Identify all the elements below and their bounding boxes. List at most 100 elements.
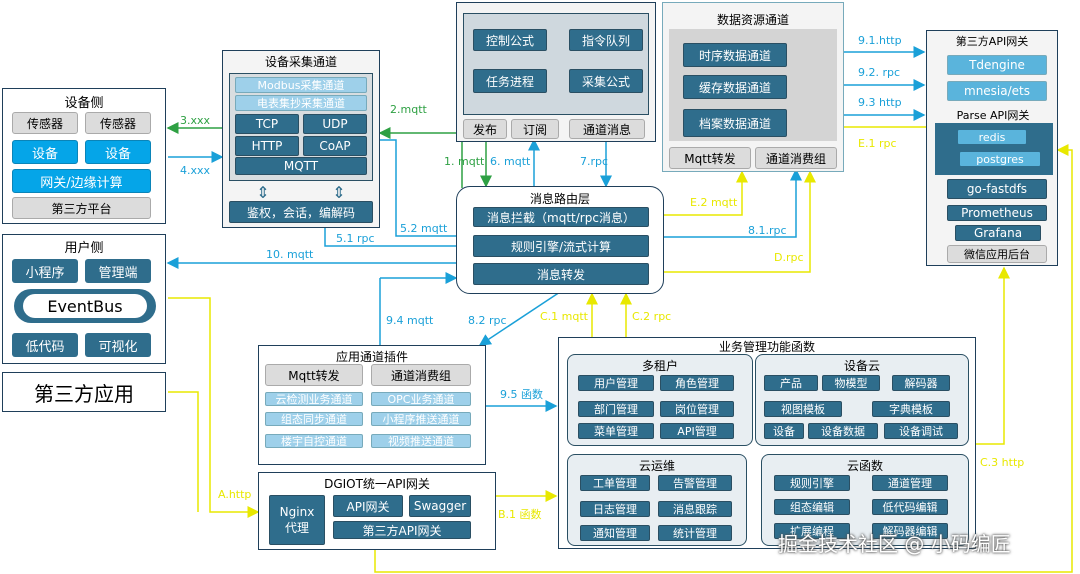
meter-channel: 电表集抄采集通道: [235, 95, 367, 111]
timeseries-channel: 时序数据通道: [683, 43, 787, 67]
nginx-proxy: Nginx 代理: [269, 495, 325, 545]
edge-label: 5.2 mqtt: [400, 222, 448, 235]
biz-title: 业务管理功能函数: [718, 340, 815, 354]
app-plugin-title: 应用通道插件: [335, 350, 408, 364]
ops-item: 工单管理: [580, 475, 650, 491]
double-arrow-icon: ⇕: [332, 183, 346, 202]
edge-label: 2.mqtt: [390, 103, 427, 116]
plugin-channel: 组态同步通道: [265, 412, 363, 426]
edge-label: 9.5 函数: [500, 388, 543, 401]
ops-item: 告警管理: [658, 475, 732, 491]
edge-label: C.1 mqtt: [540, 310, 588, 323]
plugin-channel: OPC业务通道: [371, 392, 471, 406]
http: HTTP: [235, 136, 299, 156]
postgres: postgres: [959, 151, 1041, 167]
cache-channel: 缓存数据通道: [683, 75, 787, 99]
tcp: TCP: [235, 114, 299, 134]
third-api-title: 第三方API网关: [955, 35, 1029, 48]
collect-title: 设备采集通道: [264, 55, 337, 69]
data-resource-panel: 数据资源通道 时序数据通道 缓存数据通道 档案数据通道 Mqtt转发 通道消费组: [662, 2, 844, 172]
device-side-panel: 设备侧 传感器 传感器 设备 设备 网关/边缘计算 第三方平台: [2, 88, 166, 224]
archive-channel: 档案数据通道: [683, 109, 787, 137]
cmd-queue: 指令队列: [569, 29, 643, 51]
third-party-app-label: 第三方应用: [34, 381, 134, 406]
plugin-channel: 小程序推送通道: [371, 412, 471, 426]
func-group: 云函数 规则引擎 通道管理 组态编辑 低代码编辑 扩展编程 解码器编辑: [761, 454, 969, 546]
udp: UDP: [303, 114, 367, 134]
data-resource-title: 数据资源通道: [716, 13, 789, 27]
edge-label: B.1 函数: [498, 508, 542, 521]
func-item: 扩展编程: [774, 523, 850, 539]
eventbus-label: EventBus: [23, 294, 147, 318]
edge-label: 6. mqtt: [490, 155, 531, 168]
edge-label: 7.rpc: [580, 155, 609, 168]
device-cloud-item: 物模型: [822, 375, 880, 391]
third-party-app: 第三方应用: [2, 372, 166, 412]
device-cloud-item: 设备调试: [884, 423, 958, 439]
consumer-group: 通道消费组: [755, 147, 837, 169]
edge-label: C.3 http: [980, 456, 1025, 469]
plugin-channel: 云检测业务通道: [265, 392, 363, 406]
device-side-title: 设备侧: [64, 96, 104, 111]
edge-label: C.2 rpc: [632, 310, 672, 323]
plugin-consumer-group: 通道消费组: [371, 364, 471, 386]
device-cloud-title: 设备云: [843, 359, 880, 373]
double-arrow-icon: ⇕: [256, 183, 270, 202]
tenant-title: 多租户: [641, 359, 678, 373]
edge-label: 1. mqtt: [444, 155, 485, 168]
func-item: 规则引擎: [774, 475, 850, 491]
grafana: Grafana: [955, 225, 1041, 241]
control-formula: 控制公式: [473, 29, 547, 51]
edge-label: D.rpc: [774, 251, 804, 264]
collect-formula: 采集公式: [569, 69, 643, 93]
go-fastdfs: go-fastdfs: [947, 179, 1047, 199]
third-api-panel: 第三方API网关 Tdengine mnesia/ets Parse API网关…: [926, 30, 1058, 266]
tenant-item: API管理: [660, 423, 734, 439]
edge-label: 9.4 mqtt: [386, 314, 434, 327]
ops-group: 云运维 工单管理 告警管理 日志管理 消息跟踪 通知管理 统计管理: [567, 454, 747, 546]
visual: 可视化: [85, 333, 151, 357]
msg-intercept: 消息拦截（mqtt/rpc消息）: [473, 207, 649, 227]
device-cloud-item: 视图模板: [764, 401, 842, 417]
wechat-backend: 微信应用后台: [947, 245, 1047, 263]
publish: 发布: [463, 119, 507, 139]
edge-label: 9.1.http: [858, 34, 902, 47]
tenant-item: 岗位管理: [660, 401, 734, 417]
channel-msg: 通道消息: [569, 119, 645, 139]
third-platform: 第三方平台: [12, 197, 151, 219]
router-panel: 消息路由层 消息拦截（mqtt/rpc消息） 规则引擎/流式计算 消息转发: [456, 186, 664, 294]
edge-label: 8.1.rpc: [748, 224, 787, 237]
admin-end: 管理端: [85, 259, 151, 283]
mqtt: MQTT: [235, 157, 367, 175]
edge-label: 5.1 rpc: [336, 232, 375, 245]
edge-label: 4.xxx: [180, 164, 211, 177]
watermark: 掘金技术社区 @ 小码编匠: [778, 532, 1011, 556]
edge-label: 3.xxx: [180, 114, 211, 127]
tenant-item: 用户管理: [578, 375, 654, 391]
edge-label: 8.2 rpc: [468, 314, 507, 327]
func-item: 低代码编辑: [872, 499, 948, 515]
edge-label: E.1 rpc: [858, 137, 897, 150]
task-process: 任务进程: [473, 69, 547, 93]
tdengine: Tdengine: [947, 55, 1047, 75]
control-panel: 控制公式 指令队列 任务进程 采集公式 发布 订阅 通道消息: [456, 2, 656, 142]
device-cloud-item: 字典模板: [872, 401, 950, 417]
api-gateway-title: DGIOT统一API网关: [324, 477, 430, 491]
plugin-mqtt-forward: Mqtt转发: [265, 364, 363, 386]
ops-title: 云运维: [638, 459, 675, 473]
collect-panel: 设备采集通道 Modbus采集通道 电表集抄采集通道 TCP UDP HTTP …: [222, 50, 380, 228]
sensor-b: 传感器: [85, 112, 151, 134]
modbus-channel: Modbus采集通道: [235, 77, 367, 93]
user-side-title: 用户侧: [64, 241, 104, 256]
auth-session-codec: 鉴权，会话，编解码: [229, 201, 373, 223]
msg-forward: 消息转发: [473, 263, 649, 285]
mnesia: mnesia/ets: [947, 81, 1047, 101]
ops-item: 统计管理: [658, 525, 732, 541]
func-item: 通道管理: [872, 475, 948, 491]
gateway-edge: 网关/边缘计算: [12, 169, 151, 193]
coap: CoAP: [303, 136, 367, 156]
func-title: 云函数: [846, 459, 883, 473]
device-cloud-group: 设备云 产品 物模型 解码器 视图模板 字典模板 设备 设备数据 设备调试: [755, 354, 969, 446]
redis: redis: [957, 129, 1027, 145]
tenant-item: 部门管理: [578, 401, 654, 417]
